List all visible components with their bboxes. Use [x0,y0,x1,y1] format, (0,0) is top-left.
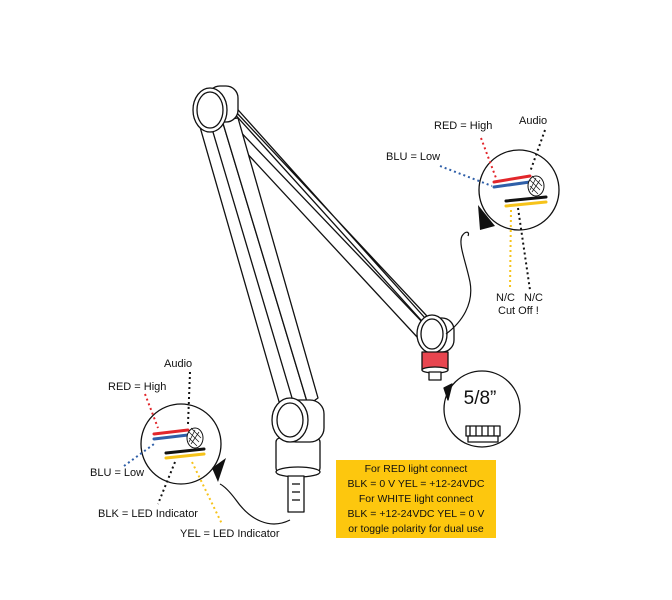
wiring-note: For RED light connect BLK = 0 V YEL = +1… [336,460,496,538]
label-top-audio: Audio [519,115,548,127]
label-bottom-blu-low: BLU = Low [90,467,145,479]
label-top-nc-yellow: N/C [496,292,515,304]
label-top-red-high: RED = High [434,120,493,132]
mic-joint [416,314,455,381]
label-top-nc-black: N/C [524,292,543,304]
top-joint [192,85,239,133]
label-bottom-red-high: RED = High [108,381,167,393]
top-connector-detail [439,129,560,291]
label-bottom-blk-led: BLK = LED Indicator [98,508,198,520]
label-bottom-yel-led: YEL = LED Indicator [180,528,280,540]
bottom-cable [219,483,291,525]
thread-size-label: 5/8” [463,388,497,409]
note-line-4: BLK = +12-24VDC YEL = 0 V [347,508,485,520]
note-line-2: BLK = 0 V YEL = +12-24VDC [347,478,485,490]
note-line-5: or toggle polarity for dual use [348,523,484,535]
note-line-3: For WHITE light connect [358,493,474,505]
label-top-blu-low: BLU = Low [386,151,441,163]
mic-cable [445,231,472,335]
thread-callout [443,370,521,448]
bottom-connector-detail [123,371,226,525]
label-top-cut-off: Cut Off ! [498,305,539,317]
note-line-1: For RED light connect [364,463,468,475]
label-bottom-audio: Audio [164,358,193,370]
base-joint [271,397,325,513]
